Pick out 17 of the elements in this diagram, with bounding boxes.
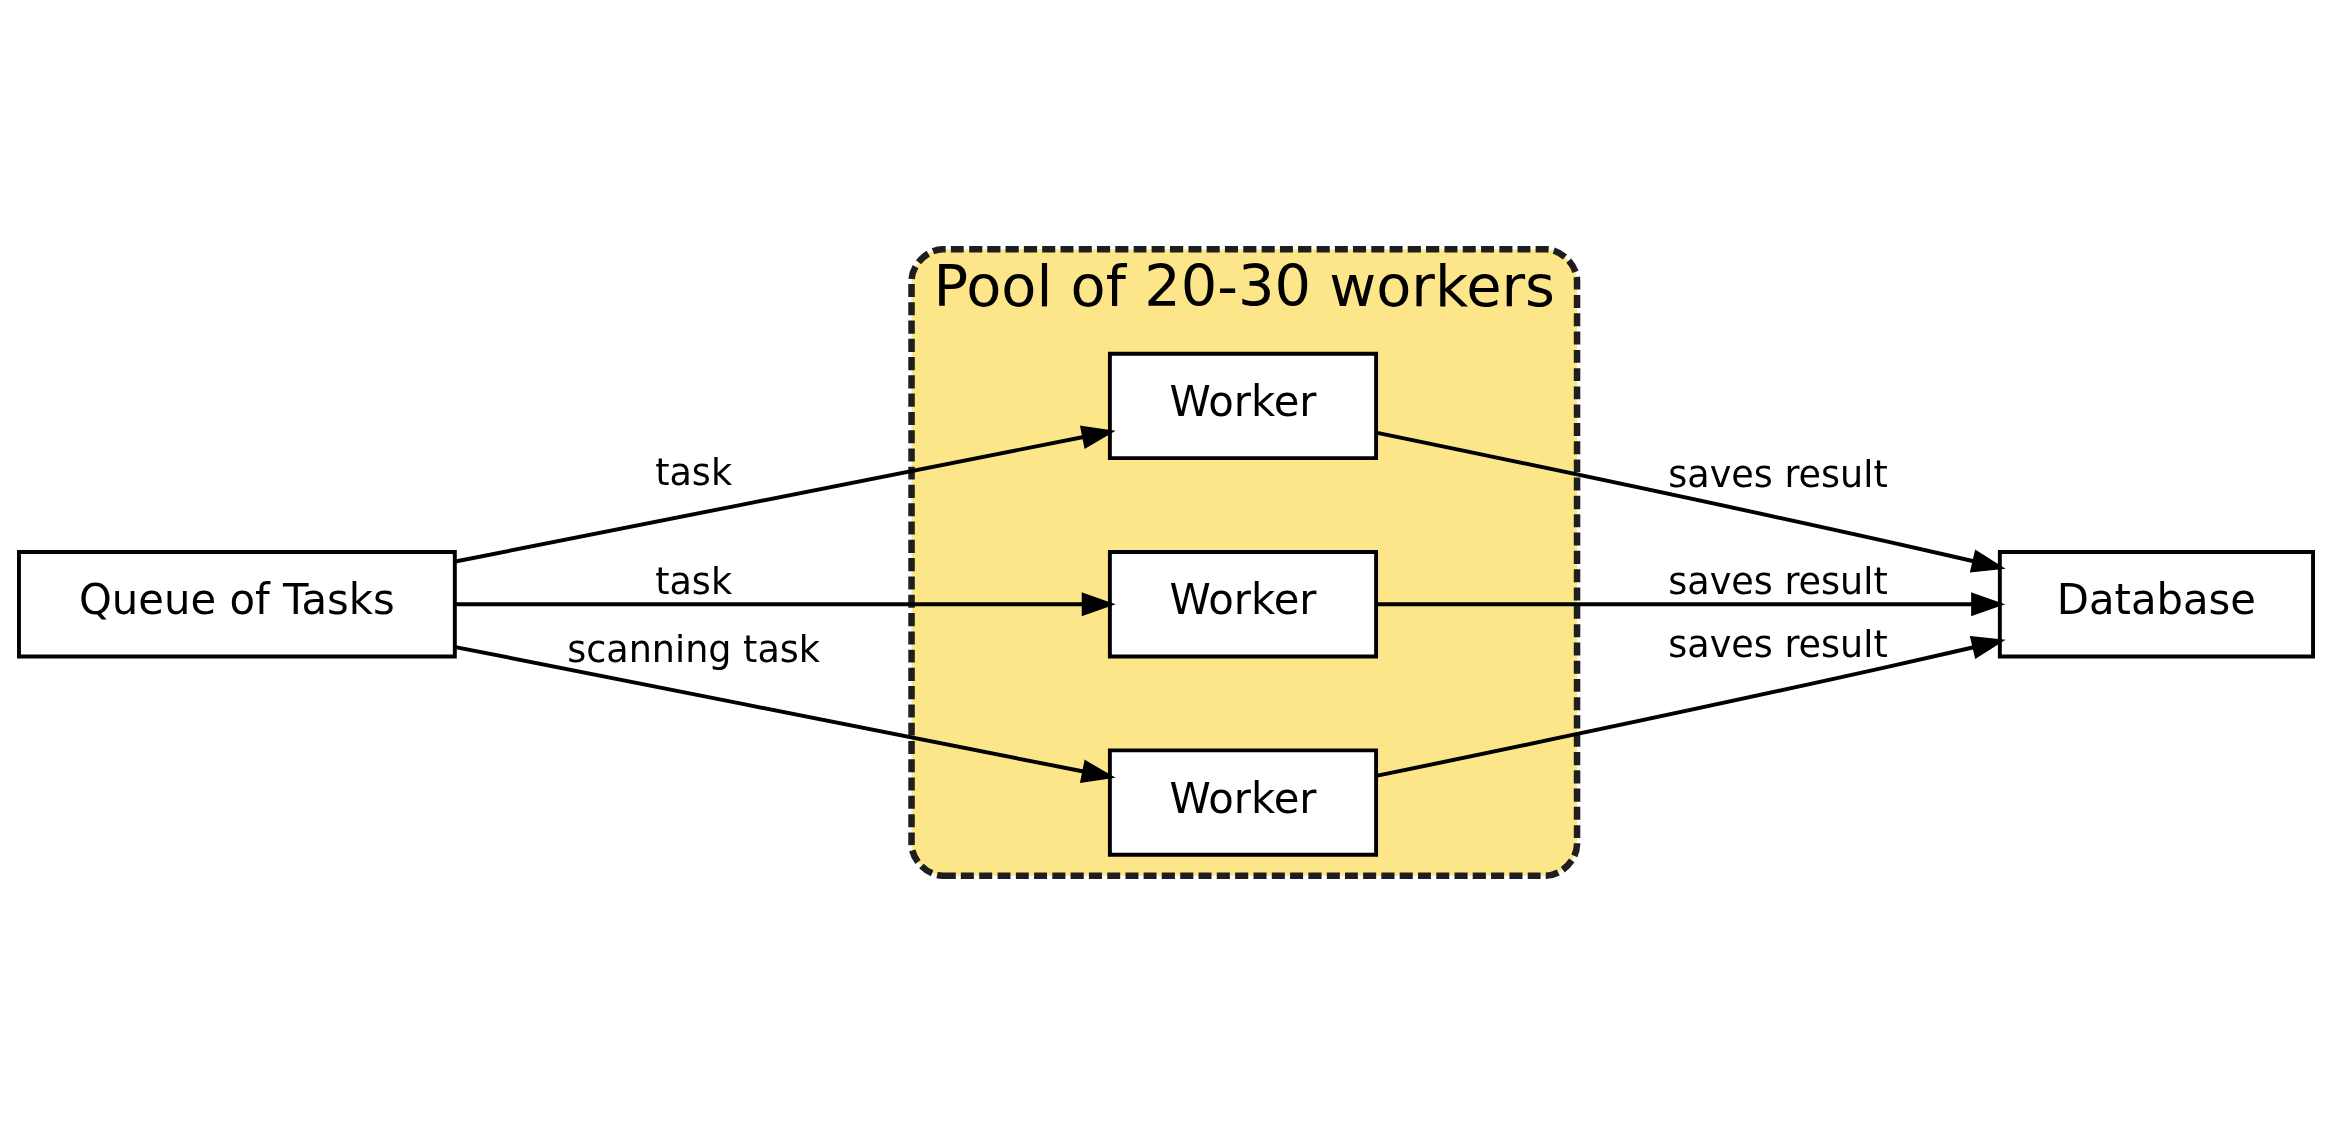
node-box: Worker	[1107, 550, 1379, 659]
edge-label: saves result	[1668, 622, 1888, 666]
arrow	[455, 425, 1116, 564]
node-box: Queue of Tasks	[17, 550, 457, 659]
edge-label: scanning task	[567, 628, 820, 672]
edge-label: task	[655, 450, 733, 494]
edge-label: saves result	[1668, 453, 1888, 497]
node-box: Worker	[1107, 748, 1379, 857]
edge-label: task	[655, 560, 733, 604]
edge-label: saves result	[1668, 560, 1888, 604]
arrow	[455, 645, 1116, 783]
node-box: Database	[1997, 550, 2315, 659]
arrow	[1375, 635, 2006, 778]
arrow	[1375, 430, 2006, 573]
arrow	[455, 592, 1116, 617]
node-box: Worker	[1107, 351, 1379, 461]
arrow	[1376, 592, 2006, 617]
